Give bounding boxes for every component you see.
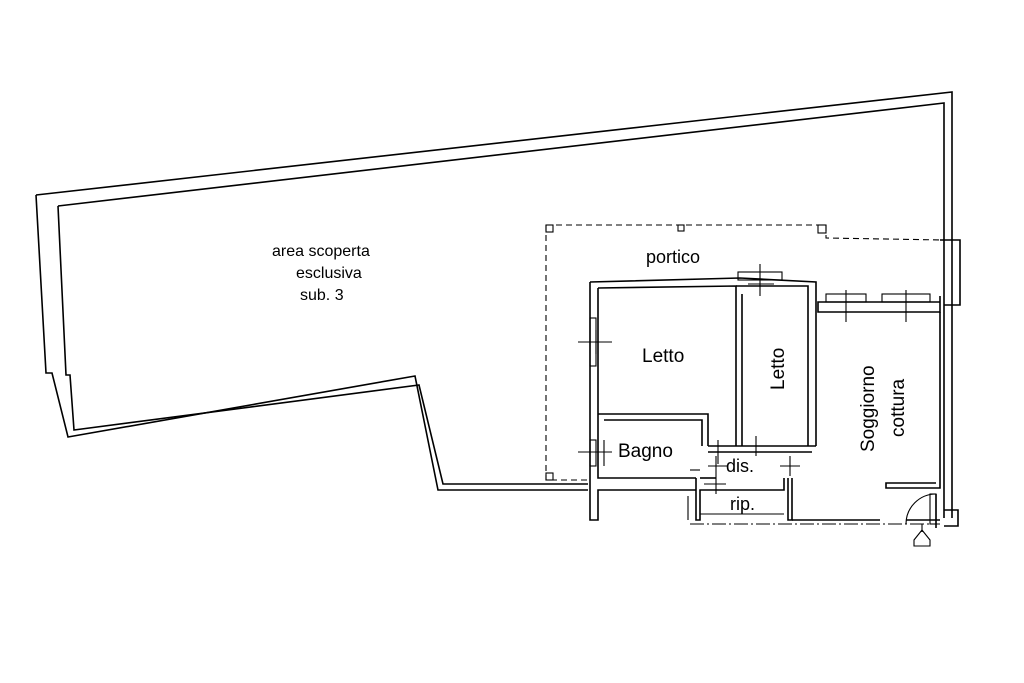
label-soggiorno-line2: cottura <box>888 378 909 437</box>
interior-partitions <box>598 294 816 521</box>
label-area-line1: area scoperta <box>272 243 370 260</box>
label-disimpegno: dis. <box>726 456 754 476</box>
label-ripostiglio: rip. <box>730 494 755 514</box>
entrance-door <box>905 493 937 528</box>
portico-outline <box>545 224 945 481</box>
outdoor-area-outline <box>35 91 953 491</box>
label-soggiorno-line1: Soggiorno <box>858 365 879 452</box>
label-portico: portico <box>646 247 700 267</box>
label-area-line2: esclusiva <box>296 265 362 282</box>
label-letto-2: Letto <box>768 348 789 390</box>
label-area-line3: sub. 3 <box>300 287 344 304</box>
window-marks <box>578 264 931 494</box>
entrance-arrow-icon <box>913 524 931 547</box>
label-bagno: Bagno <box>618 441 673 462</box>
label-letto-1: Letto <box>642 346 684 367</box>
